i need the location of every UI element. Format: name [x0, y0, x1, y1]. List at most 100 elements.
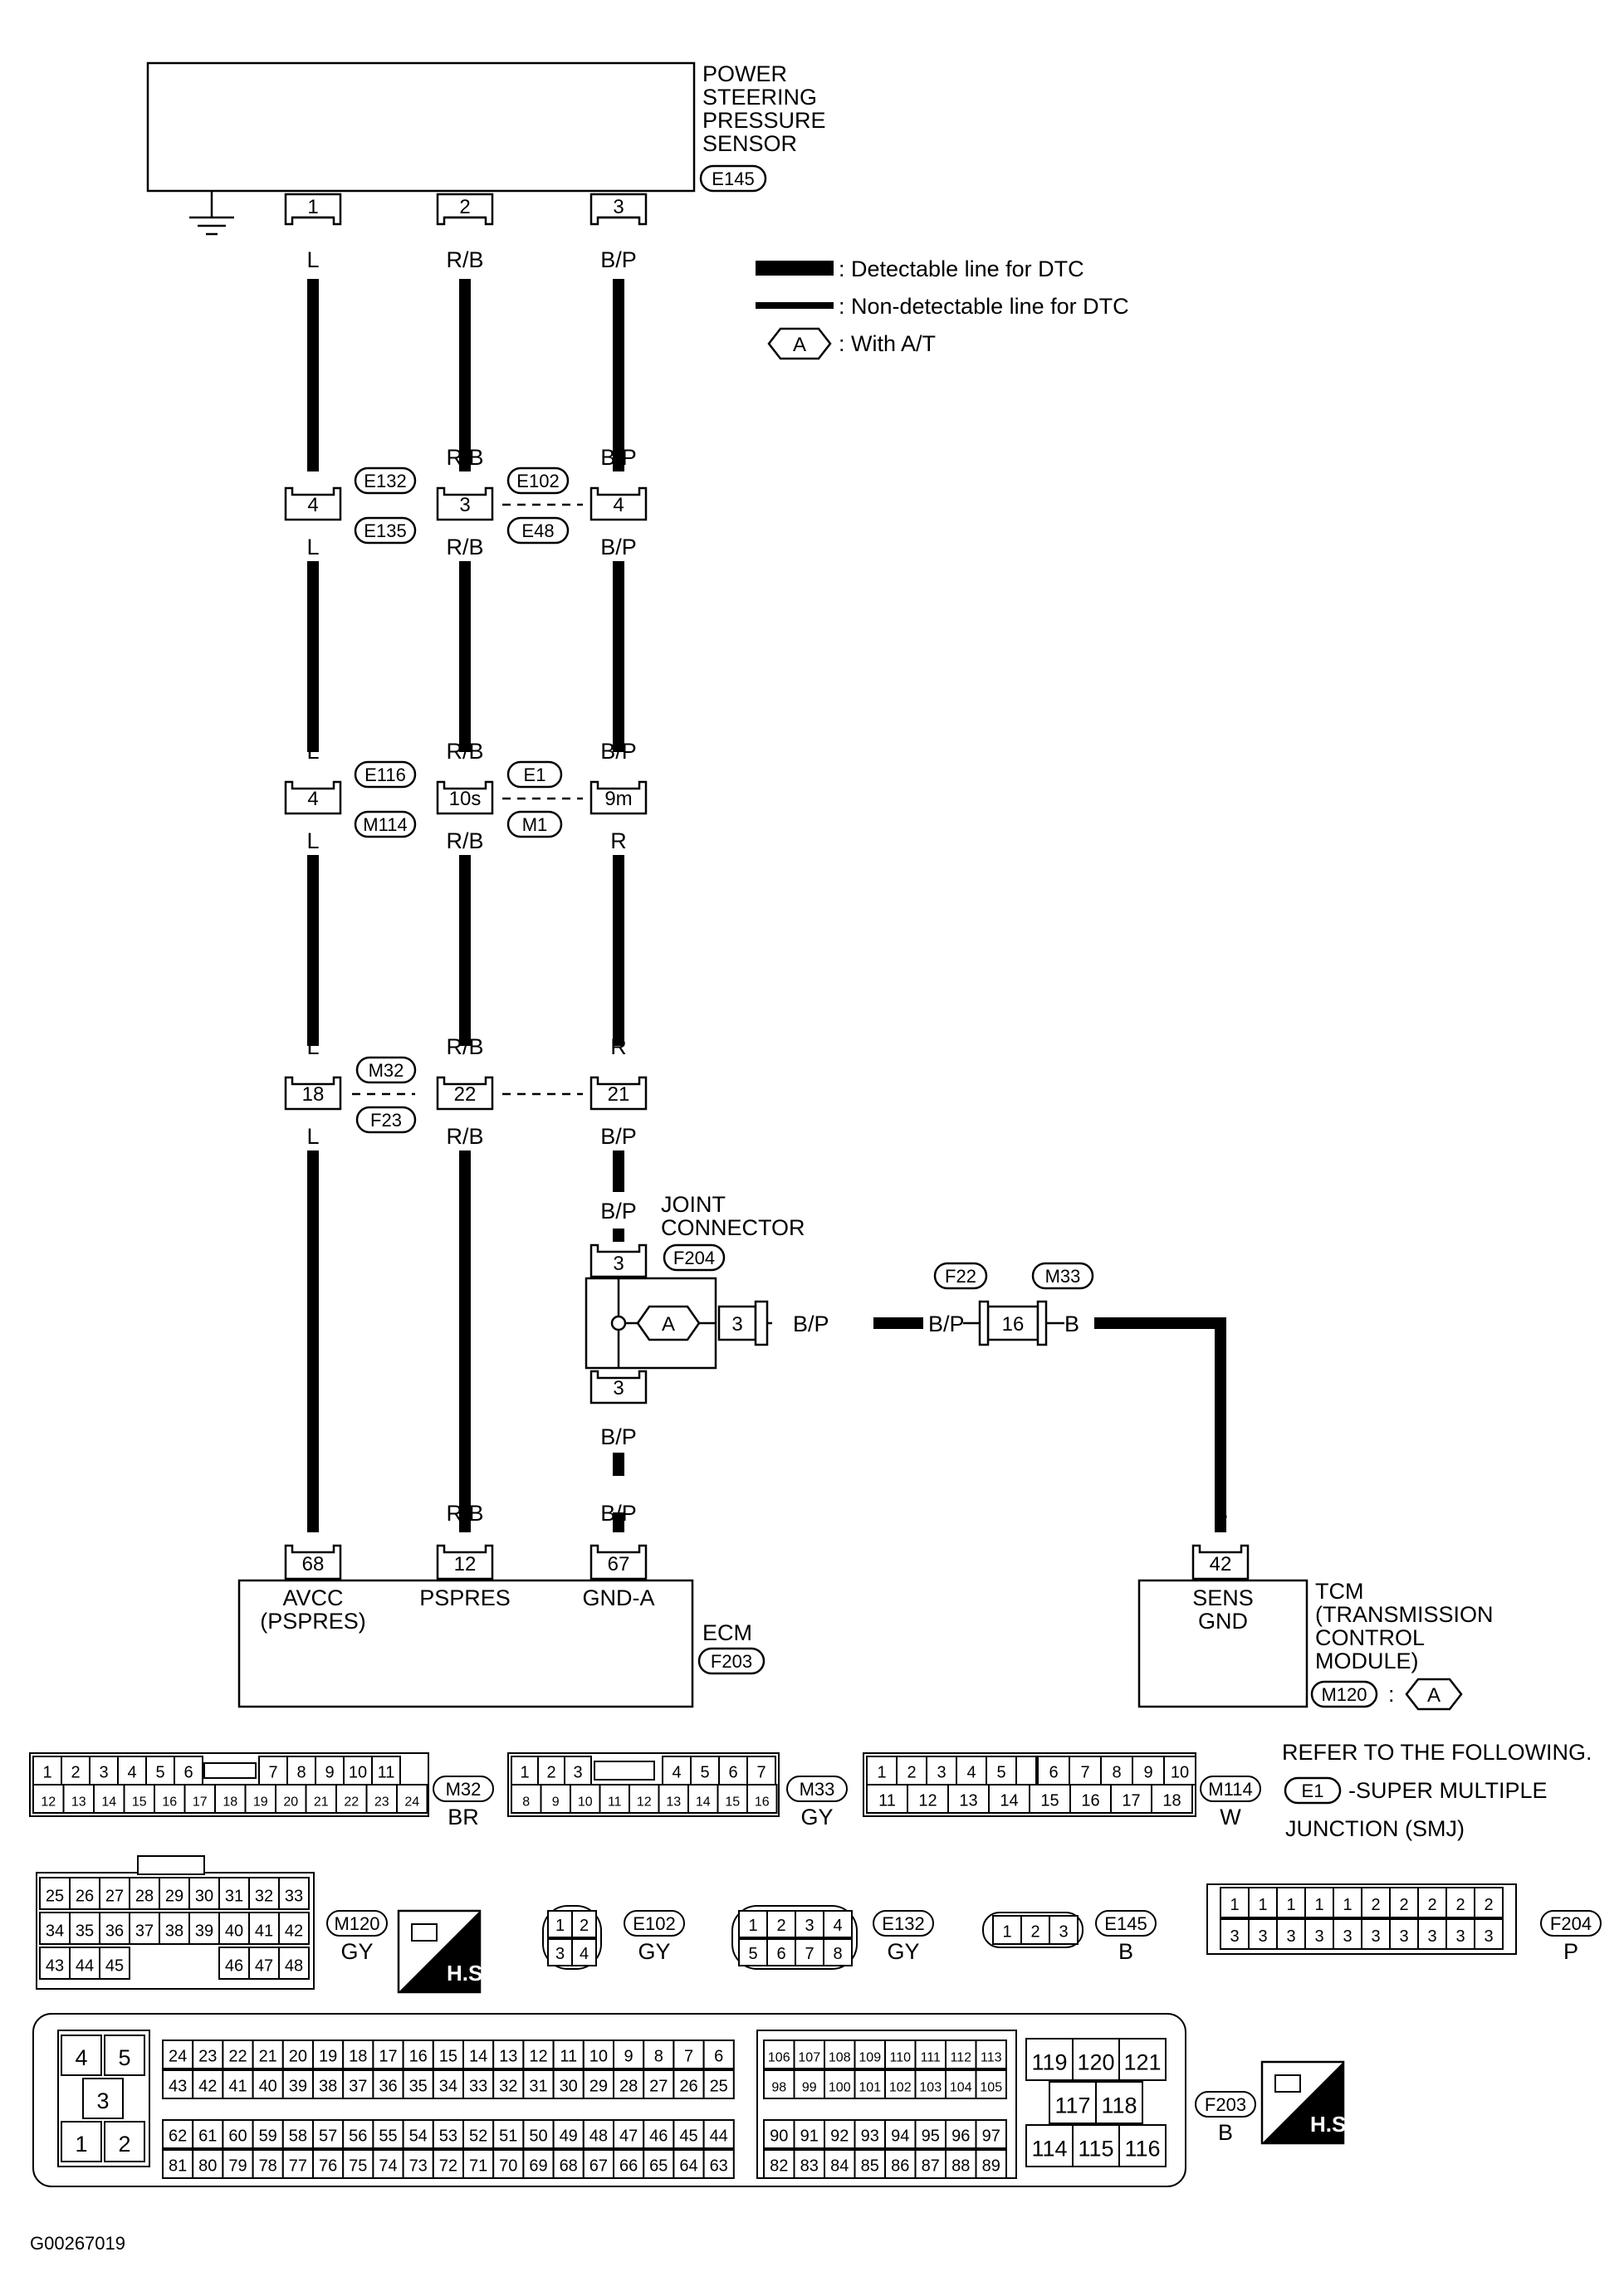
connector-cavity	[540, 1784, 571, 1814]
junction3-pin-2: 22	[454, 1083, 477, 1106]
cavity-number: 67	[589, 2157, 608, 2176]
connector-cavity	[222, 2149, 254, 2179]
cavity-number: 112	[950, 2051, 971, 2065]
wire-label: B	[1064, 1312, 1079, 1336]
connector-cavity	[69, 1947, 100, 1980]
connector-cavity	[1474, 1887, 1504, 1918]
cavity-number: 59	[259, 2127, 277, 2146]
cavity-number: 3	[1399, 1927, 1408, 1946]
joint-title-line2: CONNECTOR	[661, 1215, 805, 1240]
m33-code-tag	[786, 1776, 848, 1802]
cavity-number: 119	[1031, 2050, 1067, 2075]
wire-label: L	[306, 1034, 319, 1059]
cavity-number: 29	[165, 1888, 183, 1906]
connector-cavity	[69, 1877, 100, 1910]
cavity-number: 3	[99, 1764, 108, 1782]
connector-cavity	[32, 1784, 65, 1814]
cavity-number: 35	[76, 1922, 94, 1941]
connector-cavity	[432, 2069, 464, 2099]
connector-cavity	[687, 1784, 719, 1814]
cavity-number: 102	[889, 2081, 912, 2095]
cavity-number: 44	[710, 2127, 728, 2146]
cavity-number: 2	[776, 1917, 785, 1935]
e102-code: E102	[633, 1913, 675, 1934]
cavity-number: 7	[756, 1764, 766, 1782]
m114-code-tag	[1200, 1776, 1261, 1802]
cavity-number: 2	[1427, 1896, 1436, 1914]
cavity-number: 15	[725, 1795, 740, 1810]
cavity-number: 3	[805, 1917, 814, 1935]
cavity-number: 5	[748, 1945, 757, 1963]
cavity-number: 31	[225, 1888, 243, 1906]
connector-cavity	[793, 2119, 825, 2149]
cavity-number: 78	[259, 2157, 277, 2176]
cavity-number: 83	[800, 2157, 819, 2176]
wire-label: B/P	[600, 247, 637, 272]
cavity-number: 42	[285, 1922, 303, 1941]
connector-cavity	[702, 2149, 735, 2179]
connector-cavity	[99, 1877, 130, 1910]
connector-cavity	[462, 2119, 495, 2149]
cavity-number: 93	[861, 2127, 879, 2146]
connector-cavity	[99, 1947, 130, 1980]
cavity-number: 3	[555, 1945, 565, 1963]
cavity-number: 1	[748, 1917, 757, 1935]
cavity-number: 28	[619, 2078, 638, 2096]
cavity-number: 81	[169, 2157, 187, 2176]
connector-cavity	[866, 1784, 908, 1814]
cavity-number: 39	[195, 1922, 213, 1941]
connector-cavity	[926, 1756, 957, 1786]
connector-cavity	[372, 2040, 404, 2069]
cavity-number: 4	[672, 1764, 681, 1782]
connector-cavity	[975, 2069, 1007, 2099]
connector-cavity	[39, 1877, 71, 1910]
cavity-number: 20	[289, 2048, 307, 2066]
cavity-number: 10	[578, 1795, 593, 1810]
connector-cavity	[582, 2119, 614, 2149]
wire-label: B/P	[600, 739, 637, 764]
cavity-number: 1	[1286, 1896, 1295, 1914]
connector-cavity	[252, 2069, 284, 2099]
cavity-number: 38	[319, 2078, 337, 2096]
connector-cavity	[673, 2040, 705, 2069]
cavity-number: 22	[228, 2048, 247, 2066]
cavity-number: 113	[981, 2051, 1002, 2065]
connector-cavity	[766, 1910, 796, 1938]
connector-cavity	[907, 1784, 949, 1814]
cavity-number: 107	[798, 2051, 820, 2065]
cavity-number: 73	[409, 2157, 428, 2176]
cavity-number: 24	[169, 2048, 187, 2066]
cavity-number: 21	[259, 2048, 277, 2066]
cavity-number: 13	[666, 1795, 681, 1810]
f22-pin: 16	[1002, 1313, 1025, 1336]
ecm-terminal-pspres: PSPRES	[419, 1585, 511, 1610]
cavity-number: 116	[1124, 2137, 1160, 2162]
wire-label: L	[306, 1124, 319, 1149]
cavity-number: 91	[800, 2127, 819, 2146]
e132-code: E132	[882, 1913, 924, 1934]
cavity-number: 8	[296, 1764, 306, 1782]
ecm-terminal-avcc: AVCC	[282, 1585, 343, 1610]
cavity-number: 105	[980, 2081, 1002, 2095]
cavity-number: 30	[560, 2078, 578, 2096]
cavity-number: 92	[830, 2127, 849, 2146]
cavity-number: 32	[255, 1888, 273, 1906]
connector-cavity	[1389, 1918, 1419, 1950]
cavity-number: 41	[255, 1922, 273, 1941]
sensor-name-line1: POWER	[702, 61, 787, 86]
connector-cavity	[1025, 2038, 1074, 2081]
e145-code-tag	[1095, 1910, 1157, 1937]
cavity-number: 2	[71, 1764, 80, 1782]
cavity-number: 2	[1399, 1896, 1408, 1914]
wire-label: R/B	[446, 1124, 483, 1149]
connector-cavity	[547, 1938, 573, 1966]
connector-cavity	[1361, 1918, 1391, 1950]
connector-cavity	[599, 1784, 630, 1814]
connector-cavity	[145, 1756, 175, 1786]
cavity-number: 58	[289, 2127, 307, 2146]
cavity-number: 2	[118, 2132, 130, 2157]
connector-cavity	[1118, 2124, 1167, 2167]
cavity-number: 1	[1002, 1923, 1011, 1942]
ecm-box	[237, 1579, 694, 1708]
